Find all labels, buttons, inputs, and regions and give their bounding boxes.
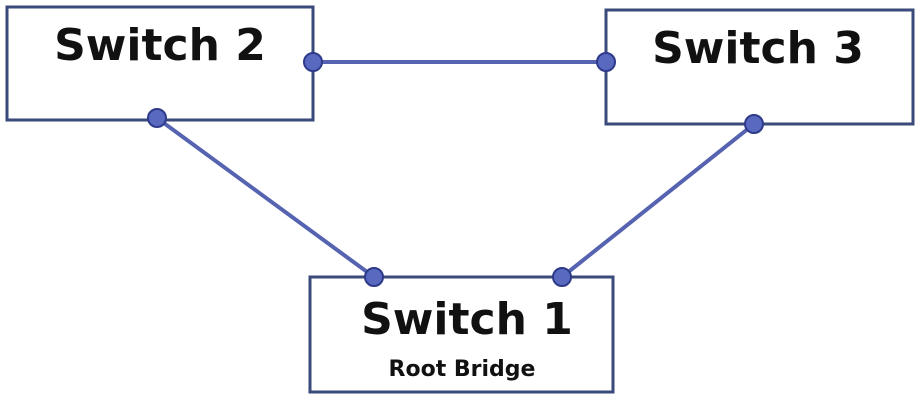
switch-3-node[interactable]: Switch 3 [604,8,915,126]
switch-1-node[interactable]: Switch 1 Root Bridge [308,275,615,394]
switch-3-box [604,8,915,126]
switch-2-node[interactable]: Switch 2 [5,5,315,122]
switch-1-label: Switch 1 [361,294,573,345]
switch-2-label: Switch 2 [54,20,266,71]
port-switch-3-left [596,52,616,72]
switch-1-subtitle: Root Bridge [389,357,536,382]
port-switch-2-bottom [147,108,167,128]
link-switch3-switch1 [560,122,756,279]
link-switch2-switch1 [155,116,376,279]
switch-1-box [308,275,615,394]
port-switch-1-left [364,267,384,287]
switch-3-label: Switch 3 [652,23,864,74]
port-switch-3-bottom [744,114,764,134]
port-switch-1-right [552,267,572,287]
port-switch-2-right [303,52,323,72]
